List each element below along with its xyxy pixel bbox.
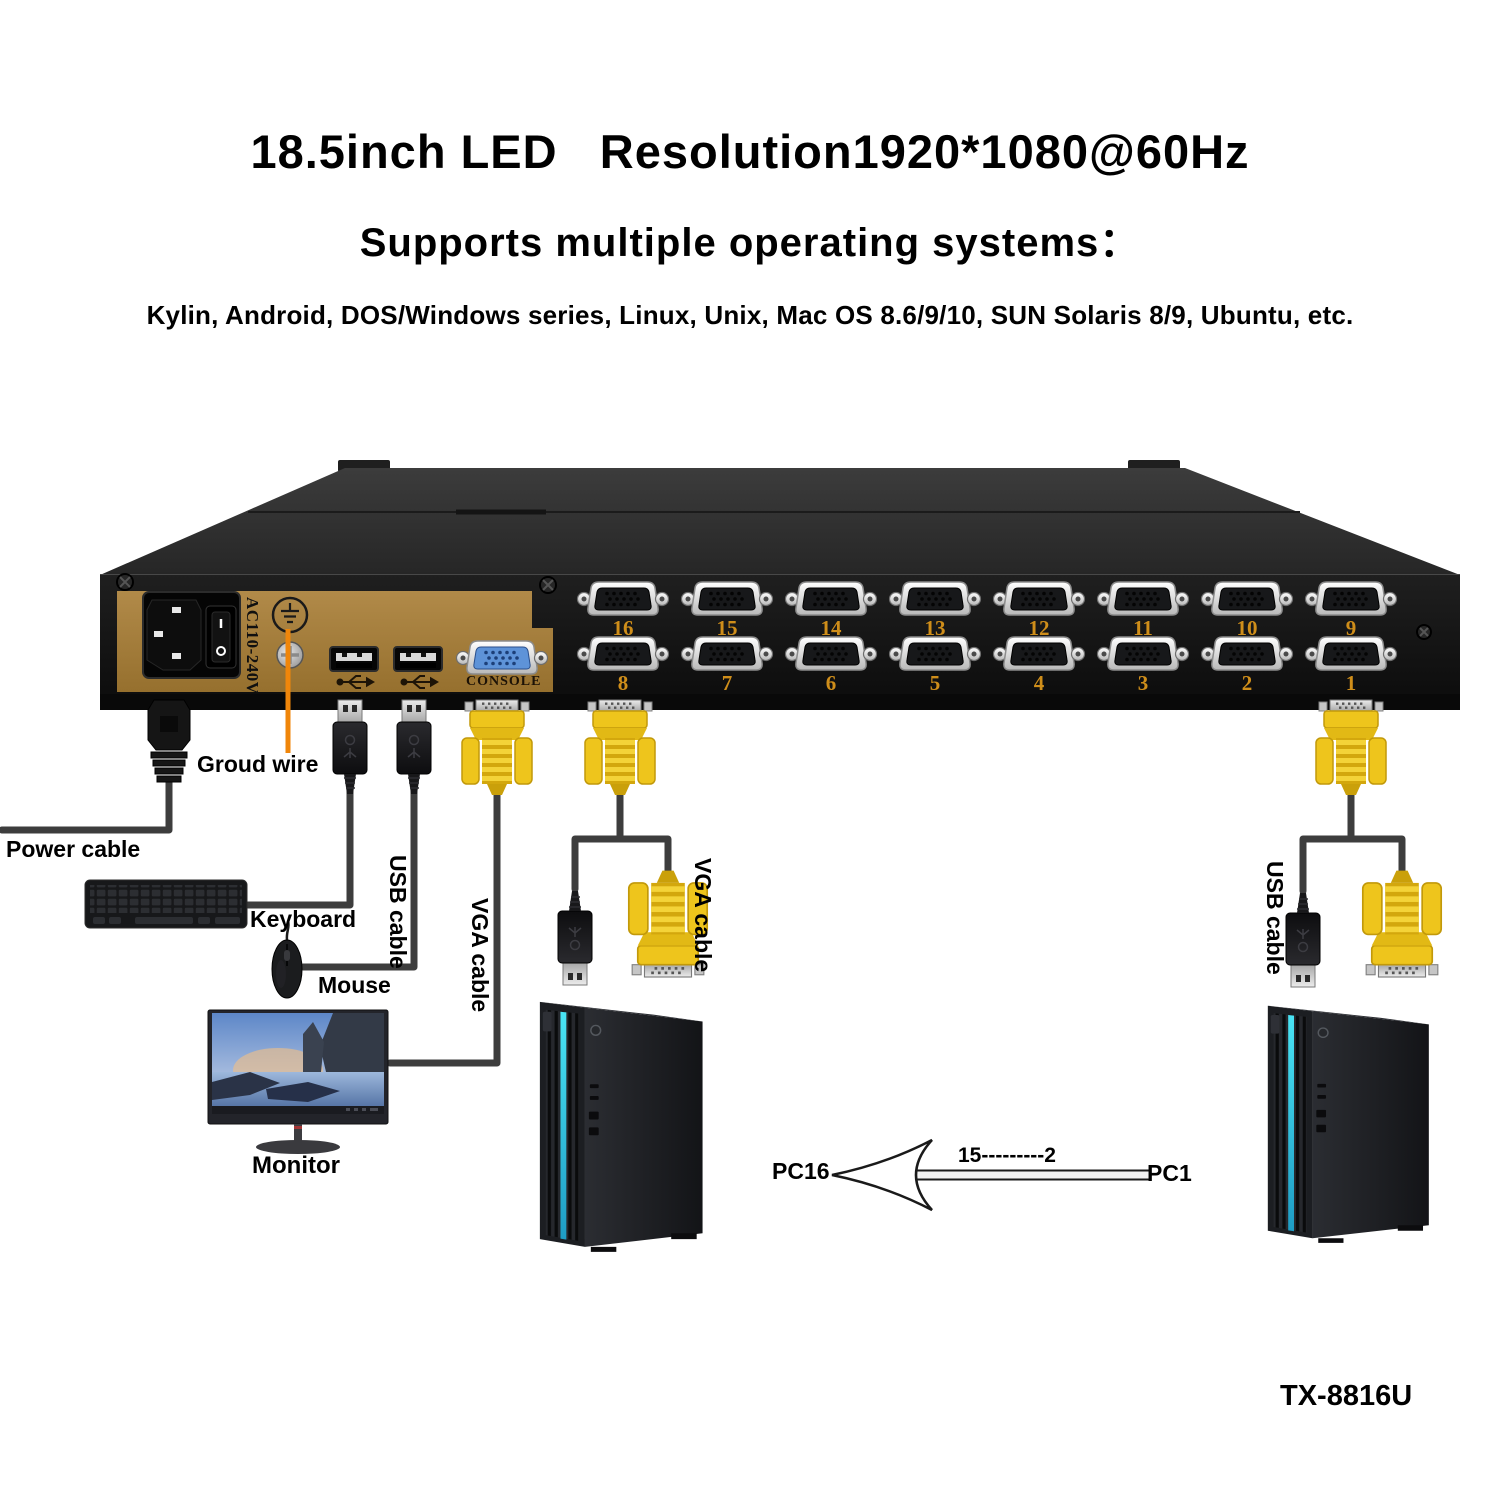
port-number: 10 [1236,616,1258,640]
vga-cable-mid-label: VGA cable [690,858,716,973]
pc-tower-right [1267,1004,1430,1244]
port-number: 6 [825,671,837,695]
port-number: 13 [924,616,946,640]
port-number: 8 [617,671,629,695]
port-number: 2 [1241,671,1253,695]
port-number: 11 [1133,616,1153,640]
pc1-label: PC1 [1147,1160,1192,1186]
port-number: 9 [1345,616,1357,640]
vga-cable-left-label: VGA cable [467,898,493,1013]
vga-plug-port1 [1315,699,1387,796]
usb-port[interactable] [393,646,443,672]
power-rating-label: AC110-240V [243,597,262,695]
keyboard-graphic [84,879,248,929]
os-support-list: Kylin, Android, DOS/Windows series, Linu… [146,300,1354,330]
page-title: 18.5inch LED Resolution1920*1080@60Hz [250,125,1250,178]
usb-port[interactable] [329,646,379,672]
usb-plug-keyboard [332,699,368,795]
port-number: 4 [1033,671,1045,695]
arrow-graphic [831,1138,1151,1212]
kvm-switch [100,460,1460,710]
port-number: 14 [820,616,842,640]
vga-plug-port8 [584,699,656,796]
console-port[interactable] [455,640,549,675]
mouse-graphic [271,939,303,999]
port-number: 12 [1028,616,1050,640]
pc-range-label: 15---------2 [958,1144,1056,1167]
port-number: 1 [1345,671,1357,695]
port-number: 5 [929,671,941,695]
mouse-label: Mouse [318,972,391,998]
port-number: 3 [1137,671,1149,695]
keyboard-label: Keyboard [250,906,357,932]
port-number: 7 [721,671,733,695]
usb-cable-right-label: USB cable [1262,861,1288,975]
usb-icon [336,675,439,689]
power-cable-label: Power cable [6,836,141,862]
usb-plug-mouse [396,699,432,795]
cables [0,778,1406,1067]
port-number: 16 [612,616,634,640]
page-subtitle: Supports multiple operating systems： [359,221,1141,265]
pc16-label: PC16 [772,1158,830,1184]
console-label: CONSOLE [466,674,542,689]
model-number: TX-8816U [1280,1380,1413,1412]
vga-plug-pc-right [1361,869,1443,978]
usb-plug-pc-left [557,890,593,986]
pc-tower-left [539,1001,704,1253]
ground-wire-label: Groud wire [197,751,319,777]
vga-plug-console [461,699,533,796]
monitor-graphic [207,1009,389,1154]
monitor-label: Monitor [252,1152,340,1179]
usb-cable-left-label: USB cable [385,855,411,969]
power-switch[interactable] [205,605,237,669]
mouse-cord [285,920,290,941]
power-plug [147,699,191,783]
screw-icon [116,573,1432,640]
usb-plug-pc-right [1285,892,1321,988]
power-inlet-module [142,591,241,679]
port-number: 15 [716,616,738,640]
